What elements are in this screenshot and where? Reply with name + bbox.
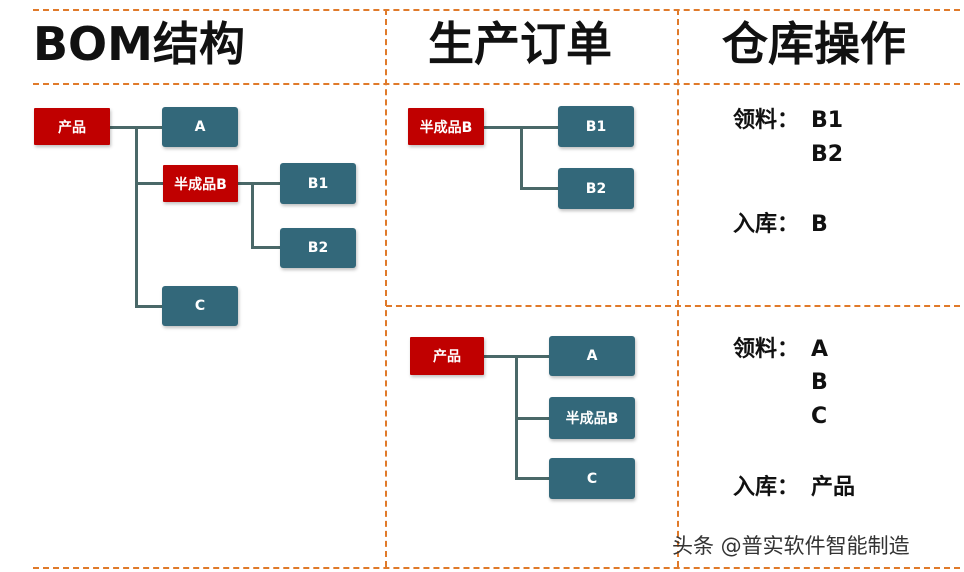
wh2-store-item: 产品 (811, 475, 856, 500)
order-header: 生产订单 (428, 17, 612, 71)
grid-line (33, 567, 960, 569)
bom-node-c: C (162, 286, 238, 326)
watermark: 头条 @普实软件智能制造 (672, 534, 910, 558)
grid-line (677, 9, 679, 567)
connector (520, 126, 523, 189)
wh2-store-label: 入库： (733, 475, 800, 500)
grid-line (33, 83, 960, 85)
bom-node-product: 产品 (34, 108, 110, 145)
wh1-store-label: 入库： (733, 212, 800, 237)
wh2-pick-item: B (811, 370, 828, 395)
order1-node-b1: B1 (558, 106, 634, 147)
connector (135, 182, 163, 185)
bom-node-a: A (162, 107, 238, 147)
order2-node-product: 产品 (410, 337, 484, 375)
connector (135, 126, 138, 307)
wh2-pick-label: 领料： (733, 337, 800, 362)
grid-line (386, 305, 960, 307)
bom-node-b2: B2 (280, 228, 356, 268)
wh1-pick-item: B2 (811, 142, 844, 167)
grid-line (385, 9, 387, 567)
connector (251, 182, 254, 249)
connector (251, 246, 280, 249)
order1-node-b2: B2 (558, 168, 634, 209)
order2-node-c: C (549, 458, 635, 499)
grid-line (33, 9, 960, 11)
connector (135, 305, 162, 308)
bom-node-b1: B1 (280, 163, 356, 204)
wh1-pick-item: B1 (811, 108, 844, 133)
wh2-pick-item: A (811, 337, 829, 362)
connector (515, 477, 549, 480)
wh1-store-item: B (811, 212, 828, 237)
order2-node-semi-b: 半成品B (549, 397, 635, 439)
wh2-pick-item: C (811, 404, 828, 429)
order1-node-semi-b: 半成品B (408, 108, 484, 145)
bom-header: BOM结构 (33, 17, 245, 71)
bom-node-semi-b: 半成品B (163, 165, 238, 202)
wh1-pick-label: 领料： (733, 108, 800, 133)
order2-node-a: A (549, 336, 635, 376)
connector (520, 187, 558, 190)
connector (238, 182, 280, 185)
connector (515, 417, 549, 420)
warehouse-header: 仓库操作 (722, 17, 906, 71)
